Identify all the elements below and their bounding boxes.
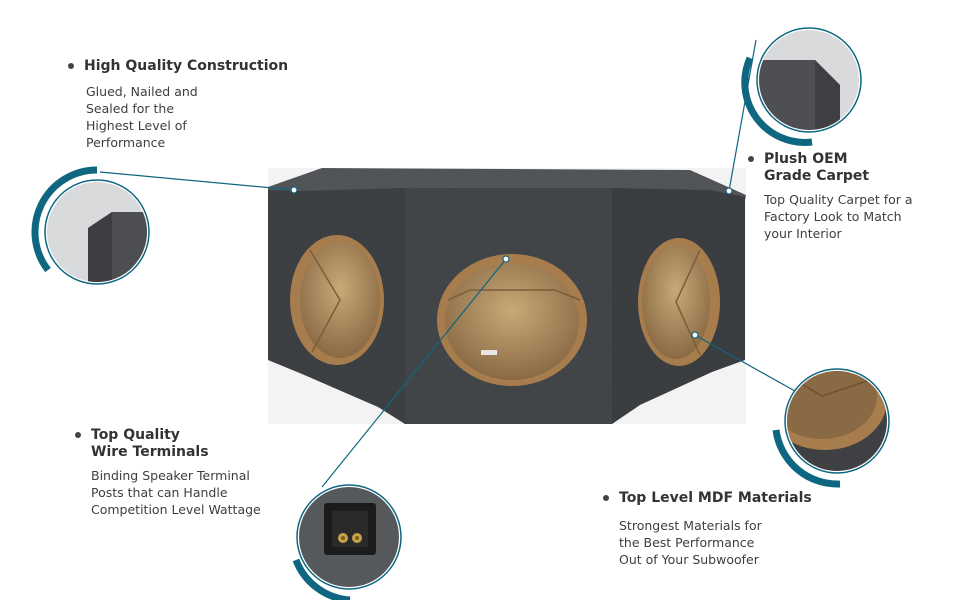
desc-line: Strongest Materials for — [619, 518, 762, 533]
feature-construction-title: High Quality Construction — [66, 58, 326, 75]
desc-line: Competition Level Wattage — [91, 502, 261, 517]
feature-title-line: Grade Carpet — [764, 168, 870, 184]
feature-construction: High Quality Construction Glued, Nailed … — [66, 58, 326, 151]
detail-construction-circle — [31, 166, 150, 285]
desc-line: your Interior — [764, 226, 842, 241]
desc-line: Performance — [86, 135, 166, 150]
desc-line: Binding Speaker Terminal — [91, 468, 250, 483]
feature-mdf-desc: Strongest Materials for the Best Perform… — [601, 517, 851, 568]
feature-title-line: Wire Terminals — [91, 444, 209, 460]
desc-line: Out of Your Subwoofer — [619, 552, 759, 567]
speaker-hole-center — [437, 254, 587, 386]
feature-title-line: Top Level MDF Materials — [619, 490, 812, 506]
speaker-hole-right — [638, 238, 720, 366]
feature-carpet-title: Plush OEM Grade Carpet — [746, 151, 956, 185]
detail-carpet-circle — [741, 27, 862, 146]
subwoofer-box — [268, 168, 746, 424]
feature-title-line: Top Quality — [91, 427, 180, 443]
feature-carpet: Plush OEM Grade Carpet Top Quality Carpe… — [746, 151, 956, 242]
speaker-hole-left — [290, 235, 384, 365]
desc-line: the Best Performance — [619, 535, 755, 550]
detail-terminal-circle — [292, 484, 402, 600]
desc-line: Posts that can Handle — [91, 485, 228, 500]
desc-line: Top Quality Carpet for a — [764, 192, 913, 207]
leader-lines — [99, 39, 803, 488]
feature-terminals-title: Top Quality Wire Terminals — [73, 427, 303, 461]
desc-line: Factory Look to Match — [764, 209, 902, 224]
feature-terminals: Top Quality Wire Terminals Binding Speak… — [73, 427, 303, 518]
feature-title-line: High Quality Construction — [84, 58, 289, 74]
feature-mdf: Top Level MDF Materials Strongest Materi… — [601, 490, 851, 568]
desc-line: Sealed for the — [86, 101, 175, 116]
feature-title-line: Plush OEM — [764, 151, 848, 167]
feature-mdf-title: Top Level MDF Materials — [601, 490, 851, 507]
desc-line: Highest Level of — [86, 118, 187, 133]
feature-carpet-desc: Top Quality Carpet for a Factory Look to… — [746, 191, 956, 242]
desc-line: Glued, Nailed and — [86, 84, 198, 99]
feature-construction-desc: Glued, Nailed and Sealed for the Highest… — [66, 83, 326, 151]
feature-terminals-desc: Binding Speaker Terminal Posts that can … — [73, 467, 303, 518]
detail-mdf-circle — [772, 368, 890, 488]
